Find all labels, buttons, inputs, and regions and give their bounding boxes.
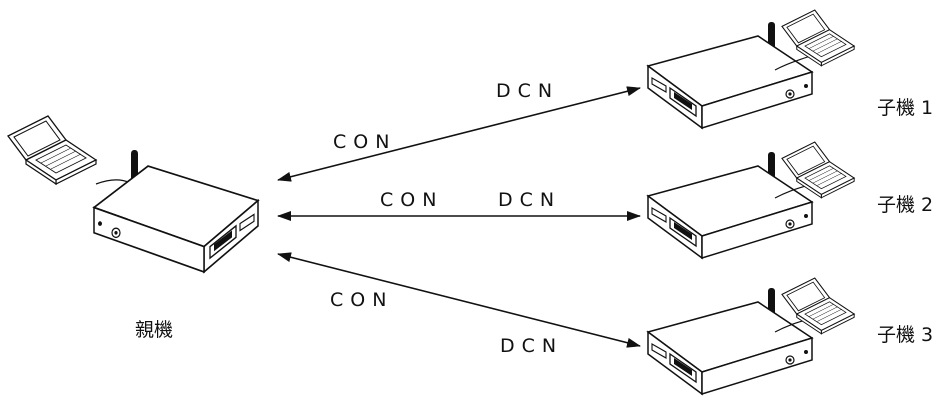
link-arrow-1	[277, 86, 641, 182]
link1-con-label: CON	[333, 131, 397, 153]
slave3-label: 子機 3	[877, 324, 934, 346]
slave2-router-icon	[647, 151, 813, 259]
link1-dcn-label: DCN	[496, 80, 560, 102]
master-label: 親機	[135, 319, 174, 341]
master-router-icon	[93, 149, 259, 273]
slave1-laptop-icon	[781, 9, 855, 67]
link3-con-label: CON	[330, 289, 394, 311]
link-arrow-3	[277, 252, 641, 348]
slave1-router-icon	[647, 21, 813, 129]
slave3-router-icon	[647, 287, 813, 395]
link2-con-label: CON	[380, 189, 444, 211]
master-laptop-icon	[7, 115, 97, 185]
link2-dcn-label: DCN	[498, 189, 562, 211]
slave1-label: 子機 1	[877, 97, 934, 119]
link3-dcn-label: DCN	[500, 335, 564, 357]
slave2-label: 子機 2	[877, 194, 934, 216]
